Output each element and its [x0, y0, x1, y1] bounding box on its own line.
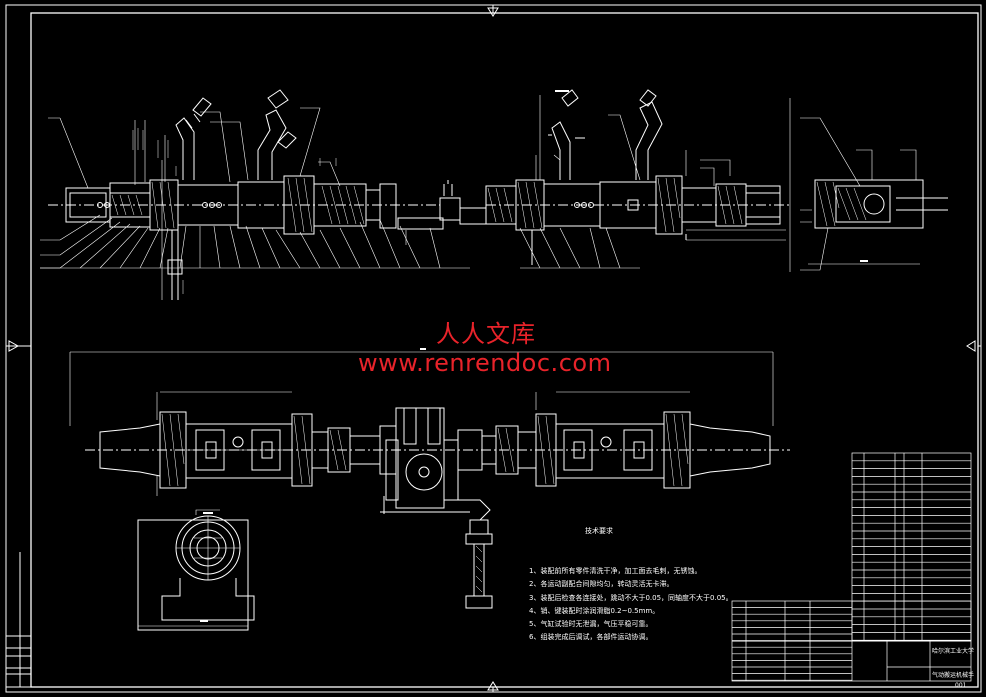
top-left-assembly [40, 89, 470, 300]
watermark-cn: 人人文库 [436, 320, 536, 348]
tech-requirement-item: 3、装配后检查各连接处，跳动不大于0.05，同轴度不大于0.05。 [529, 593, 733, 602]
tech-requirements-title: 技术要求 [585, 527, 613, 535]
dimension-marks [200, 90, 868, 622]
tech-requirement-item: 6、组装完成后调试，各部件运动协调。 [529, 633, 653, 642]
watermark-url[interactable]: www.renrendoc.com [358, 349, 612, 377]
parts-list-table [851, 452, 972, 642]
tech-requirement-item: 2、各运动副配合间隙均匀，转动灵活无卡滞。 [529, 580, 674, 589]
top-right-assembly [485, 89, 791, 272]
title-block-drawing-name: 气动搬运机械手 [932, 672, 975, 679]
drawing-frame [5, 4, 982, 693]
title-block [731, 600, 972, 682]
lower-assembly [69, 351, 790, 609]
section-detail [800, 117, 948, 271]
title-block-code: 001 [955, 682, 967, 689]
connector-arm [405, 180, 487, 245]
tech-requirement-item: 1、装配前所有零件清洗干净，加工面去毛刺，无锈蚀。 [529, 567, 702, 575]
tech-requirement-item: 4、销、键装配时涂润滑脂0.2~0.5mm。 [529, 606, 660, 615]
part-detail-view [137, 509, 255, 631]
tech-requirements-list: 1、装配前所有零件清洗干净，加工面去毛刺，无锈蚀。 2、各运动副配合间隙均匀，转… [529, 565, 779, 645]
title-block-school: 哈尔滨工业大学 [932, 648, 975, 655]
tech-requirement-item: 5、气缸试验时无泄漏，气压平稳可靠。 [529, 620, 653, 629]
